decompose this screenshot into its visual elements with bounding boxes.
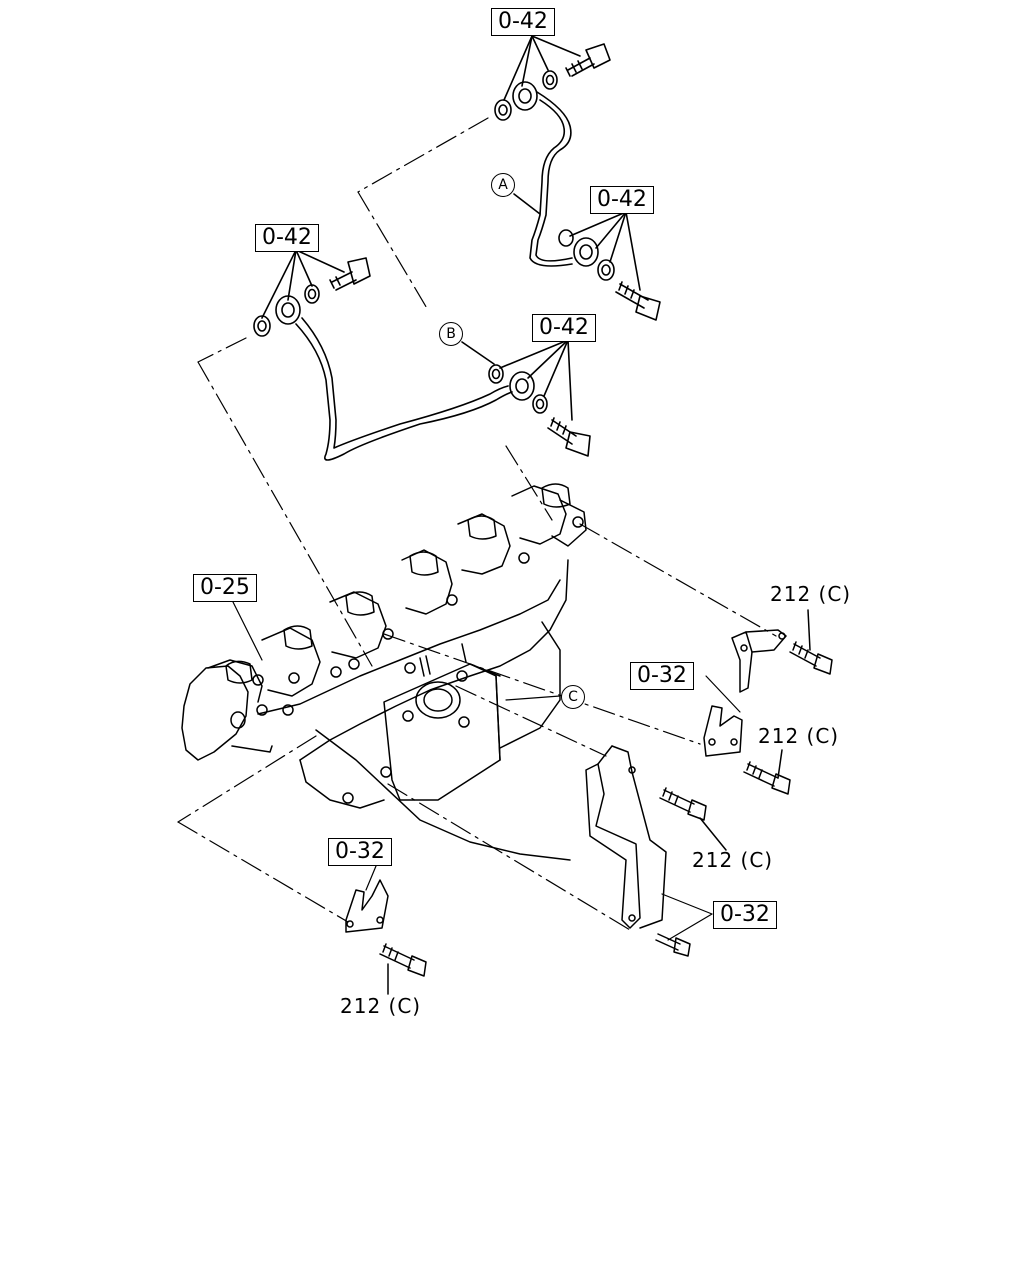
- callout-bracket-right: 0-32: [630, 662, 694, 690]
- upper-pipe-assembly: [494, 35, 661, 321]
- alignment-lines: [177, 117, 777, 931]
- marker-b: B: [439, 322, 463, 346]
- callout-bracket-left: 0-32: [328, 838, 392, 866]
- bolt-label-2: 212 (C): [758, 724, 840, 748]
- marker-c: C: [561, 685, 585, 709]
- bolt-label-3: 212 (C): [692, 848, 774, 872]
- callout-middle: 0-42: [532, 314, 596, 342]
- callout-top: 0-42: [491, 8, 555, 36]
- callout-upper-left: 0-42: [255, 224, 319, 252]
- label-leaders: [231, 599, 741, 941]
- brackets: [345, 629, 787, 933]
- callout-bracket-bottom: 0-32: [713, 901, 777, 929]
- bolt-label-4: 212 (C): [340, 994, 422, 1018]
- bracket-bolts: [379, 609, 833, 995]
- lower-pipe-assembly: [253, 249, 591, 461]
- exhaust-manifold: [181, 483, 587, 861]
- marker-a: A: [491, 173, 515, 197]
- bolt-label-1: 212 (C): [770, 582, 852, 606]
- callout-manifold: 0-25: [193, 574, 257, 602]
- callout-upper-right: 0-42: [590, 186, 654, 214]
